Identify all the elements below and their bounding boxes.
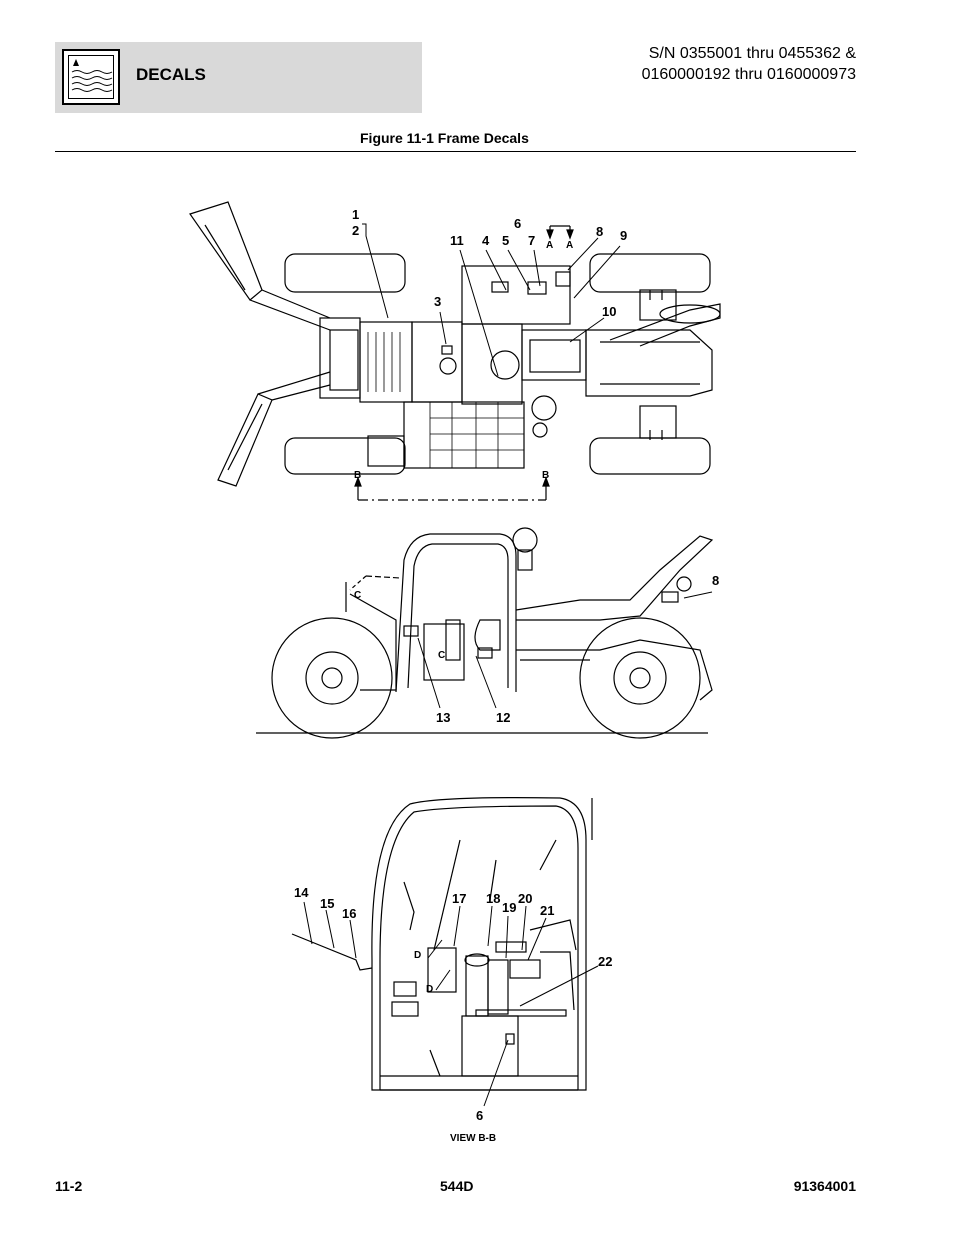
- side-view-leaders: [417, 591, 713, 709]
- callout-9: 9: [620, 228, 627, 243]
- section-mark-a-right: A: [566, 240, 573, 251]
- callout-6: 6: [514, 216, 521, 231]
- callout-8: 8: [596, 224, 603, 239]
- document-number: 91364001: [793, 1178, 856, 1194]
- callout-6-view: 6: [476, 1108, 483, 1123]
- callout-11: 11: [450, 233, 464, 248]
- callout-12: 12: [496, 710, 510, 725]
- section-mark-d-lower: D: [426, 984, 433, 995]
- callout-18: 18: [486, 891, 500, 906]
- view-b-b: [291, 797, 593, 1091]
- section-mark-c-lower: C: [438, 650, 445, 661]
- callout-22: 22: [598, 954, 612, 969]
- view-b-b-leaders: [303, 901, 599, 1107]
- top-view: [189, 201, 721, 501]
- callout-10: 10: [602, 304, 616, 319]
- callout-14: 14: [294, 885, 309, 900]
- callout-7: 7: [528, 233, 535, 248]
- serial-line-1: S/N 0355001 thru 0455362 &: [648, 45, 856, 62]
- callout-20: 20: [518, 891, 532, 906]
- section-title: DECALS: [136, 65, 206, 84]
- callout-21: 21: [540, 903, 554, 918]
- callout-3: 3: [434, 294, 441, 309]
- serial-line-2: 0160000192 thru 0160000973: [641, 66, 856, 83]
- callout-13: 13: [436, 710, 450, 725]
- section-mark-c-upper: C: [354, 590, 361, 601]
- callout-4: 4: [482, 233, 490, 248]
- manual-section-logo: [62, 49, 120, 105]
- decal-icon: [71, 59, 113, 92]
- model-name: 544D: [440, 1178, 474, 1194]
- side-view: [256, 527, 714, 739]
- callout-15: 15: [320, 896, 334, 911]
- callout-1: 1: [352, 207, 359, 222]
- callout-16: 16: [342, 906, 356, 921]
- view-label: VIEW B-B: [450, 1133, 496, 1144]
- section-mark-d-upper: D: [414, 950, 421, 961]
- top-view-leaders: [362, 223, 621, 377]
- page-number: 11-2: [55, 1178, 83, 1194]
- section-mark-b-right: B: [542, 470, 549, 481]
- header-rule: [55, 151, 856, 152]
- callout-5: 5: [502, 233, 509, 248]
- figure-title: Figure 11-1 Frame Decals: [360, 130, 529, 146]
- callout-19: 19: [502, 900, 516, 915]
- section-mark-a-left: A: [546, 240, 553, 251]
- callout-8-side: 8: [712, 573, 719, 588]
- callout-17: 17: [452, 891, 466, 906]
- serial-range: S/N 0355001 thru 0455362 & 0160000192 th…: [642, 43, 856, 85]
- callout-2: 2: [352, 223, 359, 238]
- section-mark-b-left: B: [354, 470, 361, 481]
